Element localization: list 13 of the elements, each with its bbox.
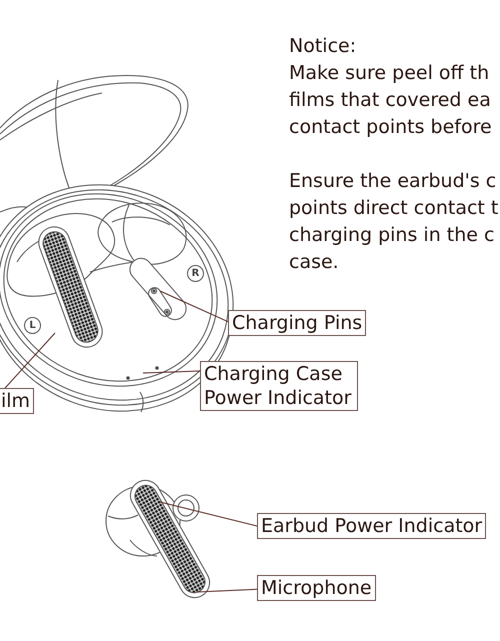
notice-text: Make sure peel off th films that covered ea contact points before <box>289 61 493 140</box>
leader-line <box>4 332 56 388</box>
notice-heading: Notice: <box>289 34 358 59</box>
callout-label: Charging Pins <box>228 310 366 336</box>
leader-line <box>160 290 228 322</box>
leader-line <box>160 502 258 526</box>
leader-line <box>196 588 258 592</box>
callout-label: Charging Case Power Indicator <box>200 361 358 411</box>
callout-label: Earbud Power Indicator <box>257 513 486 539</box>
leader-line <box>142 370 200 374</box>
callout-label: ilm <box>0 388 34 414</box>
notice-text: Ensure the earbud's c points direct contact t charging pins in the c case. <box>289 169 500 275</box>
callout-label: Microphone <box>257 575 376 601</box>
